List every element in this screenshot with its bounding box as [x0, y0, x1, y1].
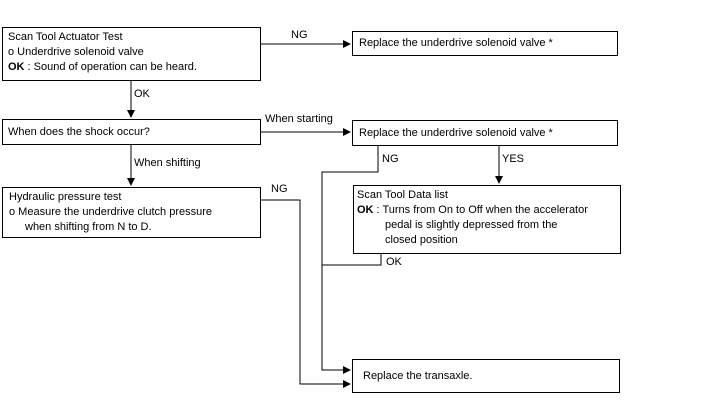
replace-solenoid-text-2: Replace the underdrive solenoid valve * — [359, 127, 553, 139]
replace-solenoid-box-2: Replace the underdrive solenoid valve * — [352, 120, 618, 146]
arrow-ng-2 — [261, 199, 351, 388]
hydraulic-test-line1: o Measure the underdrive clutch pressure — [9, 206, 212, 218]
label-when-starting: When starting — [265, 113, 333, 125]
label-ok-1: OK — [134, 88, 150, 100]
actuator-test-title: Scan Tool Actuator Test — [8, 31, 123, 43]
actuator-test-ok: OK : Sound of operation can be heard. — [8, 60, 260, 75]
ok-text: : Sound of operation can be heard. — [24, 61, 197, 73]
actuator-test-item: o Underdrive solenoid valve — [8, 46, 144, 58]
replace-solenoid-box-1: Replace the underdrive solenoid valve * — [352, 31, 618, 56]
label-ng-1: NG — [291, 29, 308, 41]
replace-transaxle-box: Replace the transaxle. — [352, 359, 620, 393]
label-ok-2: OK — [386, 256, 402, 268]
label-yes: YES — [502, 153, 525, 165]
replace-solenoid-text-1: Replace the underdrive solenoid valve * — [359, 37, 553, 49]
hydraulic-test-box: Hydraulic pressure test o Measure the un… — [2, 187, 261, 238]
shock-question-box: When does the shock occur? — [2, 119, 261, 145]
data-list-ok-key: OK — [357, 204, 374, 216]
data-list-box: Scan Tool Data list OK : Turns from On t… — [353, 185, 621, 254]
data-list-line3: closed position — [385, 234, 458, 246]
arrow-ng-3 — [321, 146, 379, 374]
shock-question-text: When does the shock occur? — [8, 126, 150, 138]
hydraulic-test-title: Hydraulic pressure test — [9, 191, 122, 203]
ok-key: OK — [8, 61, 25, 73]
label-ng-3: NG — [382, 153, 399, 165]
data-list-ok-line: OK : Turns from On to Off when the accel… — [357, 203, 620, 218]
replace-transaxle-text: Replace the transaxle. — [363, 370, 473, 382]
actuator-test-box: Scan Tool Actuator Test o Underdrive sol… — [2, 27, 261, 81]
label-ng-2: NG — [271, 183, 288, 195]
data-list-line2: pedal is slightly depressed from the — [385, 219, 558, 231]
data-list-title: Scan Tool Data list — [357, 189, 448, 201]
data-list-line1: : Turns from On to Off when the accelera… — [373, 204, 588, 216]
label-when-shifting: When shifting — [134, 157, 201, 169]
hydraulic-test-line2: when shifting from N to D. — [25, 221, 152, 233]
arrow-ok-2 — [322, 254, 382, 266]
